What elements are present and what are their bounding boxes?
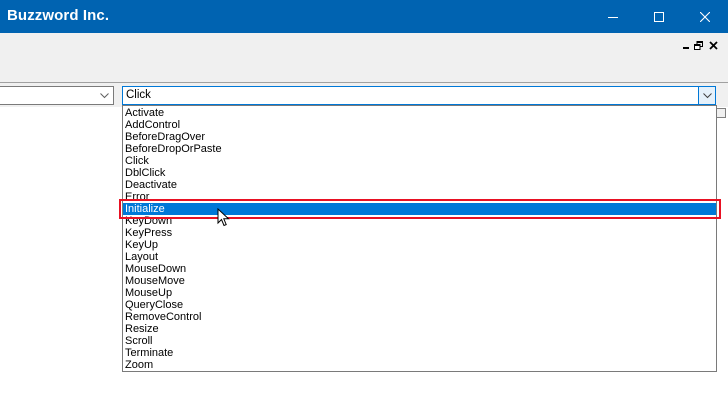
- dropdown-item-mouseup[interactable]: MouseUp: [125, 287, 173, 299]
- dropdown-item-activate[interactable]: Activate: [125, 107, 165, 119]
- dropdown-item-dblclick[interactable]: DblClick: [125, 167, 166, 179]
- procedure-combo-value: Click: [126, 89, 151, 101]
- dropdown-item-terminate[interactable]: Terminate: [125, 347, 174, 359]
- dropdown-item-scroll[interactable]: Scroll: [125, 335, 153, 347]
- mdi-minimize-icon: [683, 47, 689, 49]
- dropdown-item-queryclose[interactable]: QueryClose: [125, 299, 184, 311]
- dropdown-item-deactivate[interactable]: Deactivate: [125, 179, 177, 191]
- menu-strip: [0, 33, 728, 83]
- procedure-combo-arrow[interactable]: [698, 87, 715, 104]
- dropdown-item-beforedragover[interactable]: BeforeDragOver: [125, 131, 206, 143]
- dropdown-item-mousemove[interactable]: MouseMove: [125, 275, 185, 287]
- chevron-down-icon: [702, 92, 712, 98]
- dropdown-item-removecontrol[interactable]: RemoveControl: [125, 311, 202, 323]
- object-combo[interactable]: [0, 86, 114, 105]
- mdi-close-button[interactable]: [706, 38, 720, 52]
- close-icon: [700, 11, 710, 22]
- dropdown-item-addcontrol[interactable]: AddControl: [125, 119, 181, 131]
- mdi-restore-button[interactable]: [692, 38, 704, 52]
- dropdown-item-error[interactable]: Error: [125, 191, 150, 203]
- object-combo-arrow[interactable]: [96, 87, 113, 104]
- chevron-down-icon: [100, 92, 109, 98]
- mdi-close-icon: [708, 40, 718, 50]
- mdi-restore-icon: [693, 40, 703, 50]
- window-title: Buzzword Inc.: [7, 7, 110, 24]
- dropdown-item-layout[interactable]: Layout: [125, 251, 159, 263]
- maximize-button[interactable]: [636, 0, 682, 33]
- dropdown-item-keydown[interactable]: KeyDown: [125, 215, 173, 227]
- dropdown-item-keypress[interactable]: KeyPress: [125, 227, 173, 239]
- dropdown-item-mousedown[interactable]: MouseDown: [125, 263, 187, 275]
- mdi-minimize-button[interactable]: [680, 38, 692, 52]
- close-button[interactable]: [682, 0, 728, 33]
- minimize-button[interactable]: [590, 0, 636, 33]
- dropdown-item-zoom[interactable]: Zoom: [125, 359, 154, 371]
- maximize-icon: [654, 11, 664, 22]
- dropdown-item-beforedroporpaste[interactable]: BeforeDropOrPaste: [125, 143, 222, 155]
- title-bar: Buzzword Inc.: [0, 0, 728, 33]
- dropdown-item-keyup[interactable]: KeyUp: [125, 239, 159, 251]
- dropdown-item-resize[interactable]: Resize: [125, 323, 159, 335]
- split-bar-handle[interactable]: [716, 108, 726, 118]
- minimize-icon: [608, 16, 618, 18]
- dropdown-item-initialize[interactable]: Initialize: [123, 203, 716, 215]
- procedure-combo[interactable]: Click: [122, 86, 716, 105]
- dropdown-item-click[interactable]: Click: [125, 155, 149, 167]
